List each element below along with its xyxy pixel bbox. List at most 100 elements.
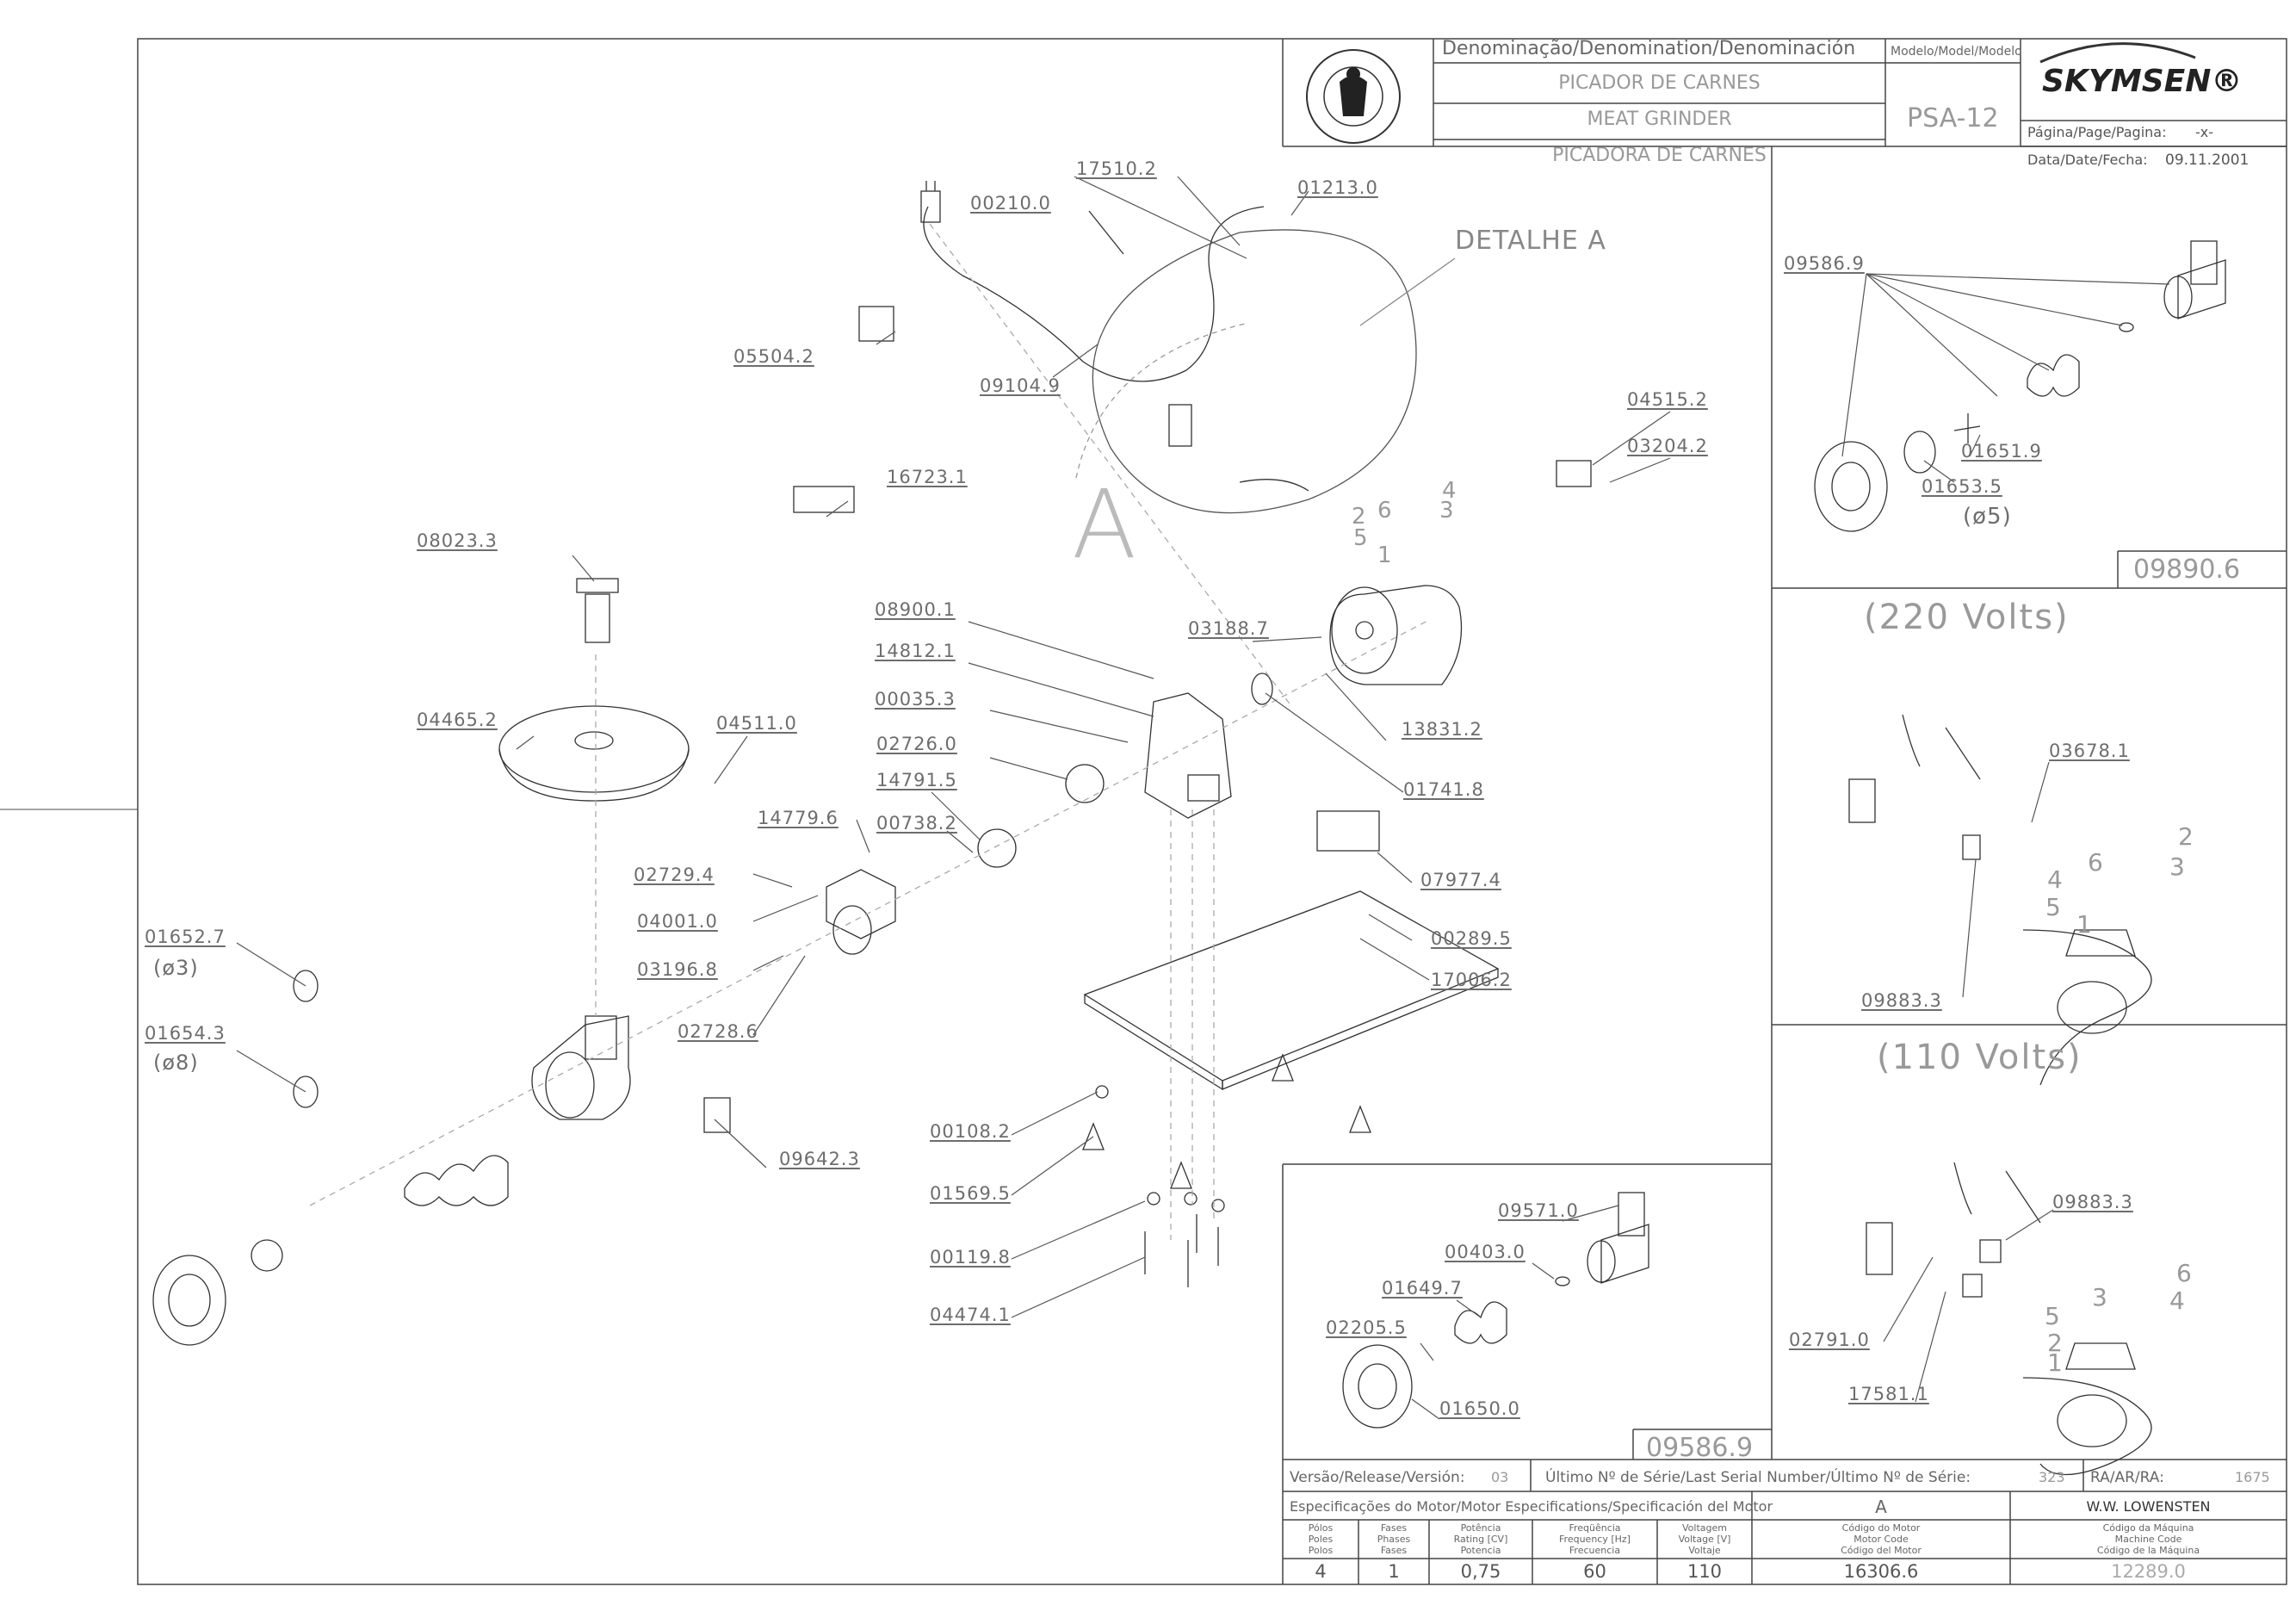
model-label: Modelo/Model/Modelo [1891, 45, 2022, 59]
ra-value: 1675 [2235, 1469, 2270, 1485]
spec-value-4: 110 [1686, 1561, 1723, 1582]
p220-labels-item-1: 09883.3 [1861, 990, 1942, 1011]
spec-value-3: 60 [1583, 1561, 1606, 1582]
p220-wires-item-1: 6 [2088, 848, 2104, 877]
company-name: W.W. LOWENSTEN [2086, 1498, 2211, 1515]
main-labels-item-32: 09642.3 [779, 1149, 860, 1169]
denomination-label: Denominação/Denomination/Denominación [1442, 38, 1856, 59]
main-labels-item-9: 03188.7 [1188, 618, 1269, 639]
main-labels-item-17: 01741.8 [1403, 779, 1484, 800]
wire-main-item-4: 5 [1353, 525, 1369, 551]
main-labels-item-30: 01654.3 [145, 1023, 226, 1044]
wire-main-item-1: 2 [1352, 504, 1367, 530]
main-labels-item-24: 01652.7 [145, 927, 226, 947]
panel-110-title: (110 Volts) [1877, 1038, 2082, 1077]
technical-assistance-seal [1306, 49, 1401, 144]
spec-head-2: Potência Rating [CV] Potencia [1453, 1522, 1508, 1556]
detail-letter: A [1072, 469, 1137, 580]
p110-wires-item-0: 6 [2176, 1259, 2193, 1287]
main-labels-item-33: 00108.2 [930, 1121, 1011, 1142]
main-labels-item-2: 01213.0 [1297, 177, 1378, 198]
spec-head-0: Pólos Poles Polos [1308, 1522, 1334, 1556]
main-labels-item-11: 14812.1 [875, 641, 956, 661]
serial-value: 323 [2039, 1469, 2065, 1485]
spec-head-6: Código da Máquina Machine Code Código de… [2096, 1522, 2200, 1556]
model-value: PSA-12 [1907, 103, 1999, 133]
page-label: Página/Page/Pagina: [2027, 124, 2167, 140]
main-labels-item-23: 04001.0 [637, 911, 718, 932]
p220-wires-item-5: 1 [2076, 910, 2093, 939]
leader-lines [236, 176, 2170, 1420]
main-labels-item-14: 04465.2 [417, 710, 498, 730]
ptop-labels-item-2: 01653.5 [1922, 476, 2002, 497]
main-labels-item-35: 00119.8 [930, 1247, 1011, 1268]
spec-value-0: 4 [1315, 1561, 1327, 1582]
p110-wires-item-3: 5 [2045, 1302, 2061, 1330]
main-labels-item-15: 04511.0 [716, 713, 797, 734]
spec-head-5: Código do Motor Motor Code Código del Mo… [1841, 1522, 1922, 1556]
ptop-labels-item-1: 01651.9 [1961, 441, 2042, 462]
ptop-labels-item-0: 09586.9 [1784, 253, 1865, 274]
ptop-labels-item-3: (ø5) [1963, 504, 2012, 530]
product-name-es: PICADORA DE CARNES [1552, 145, 1767, 166]
spec-head-3: Freqüência Frequency [Hz] Frecuencia [1559, 1522, 1631, 1556]
product-name-pt: PICADOR DE CARNES [1558, 72, 1761, 94]
version-label: Versão/Release/Versión: [1290, 1469, 1465, 1486]
main-labels-item-31: (ø8) [153, 1051, 199, 1075]
p110-wires-item-4: 2 [2047, 1329, 2064, 1357]
serial-label: Último Nº de Série/Last Serial Number/Úl… [1545, 1469, 1971, 1486]
main-labels-item-20: 00738.2 [876, 813, 957, 834]
part-drawings [152, 181, 2226, 1476]
main-labels-item-4: 09104.9 [980, 375, 1061, 396]
spec-value-2: 0,75 [1460, 1561, 1501, 1582]
p110-wires-item-1: 3 [2092, 1283, 2108, 1311]
main-labels-item-25: (ø3) [153, 956, 199, 980]
version-value: 03 [1491, 1469, 1509, 1485]
date-value: 09.11.2001 [2165, 152, 2250, 169]
main-labels-item-13: 00035.3 [875, 689, 956, 710]
main-labels-item-26: 03196.8 [637, 959, 718, 980]
main-labels-item-7: 16723.1 [887, 467, 968, 487]
wire-main-item-0: 4 [1442, 478, 1457, 504]
main-labels-item-29: 02728.6 [678, 1021, 758, 1042]
p110-labels-item-0: 09883.3 [2052, 1192, 2133, 1212]
main-labels-item-28: 17006.2 [1431, 970, 1512, 990]
ra-label: RA/AR/RA: [2090, 1469, 2164, 1486]
date-label: Data/Date/Fecha: [2027, 152, 2148, 168]
p220-labels-item-0: 03678.1 [2049, 741, 2130, 761]
p220-wires-item-2: 3 [2169, 852, 2186, 881]
main-labels-item-8: 08023.3 [417, 530, 498, 551]
brand-logo: SKYMSEN® [2042, 64, 2243, 99]
p220-wires-item-3: 4 [2047, 865, 2064, 894]
wire-main-item-5: 1 [1377, 542, 1393, 568]
p110-wires-item-2: 4 [2169, 1286, 2186, 1315]
p110-labels-item-1: 02791.0 [1789, 1330, 1870, 1350]
sheet-border [137, 38, 2287, 1585]
spec-head-4: Voltagem Voltage [V] Voltaje [1678, 1522, 1731, 1556]
main-labels-item-5: 04515.2 [1627, 389, 1708, 410]
pbot-labels-item-2: 01649.7 [1382, 1278, 1463, 1299]
panel-top-code: 09890.6 [2133, 555, 2241, 585]
pbot-labels-item-4: 01650.0 [1439, 1398, 1520, 1419]
panel-220-title: (220 Volts) [1864, 598, 2070, 637]
wire-main-item-2: 6 [1377, 498, 1393, 524]
pbot-labels-item-3: 02205.5 [1326, 1317, 1407, 1338]
p220-wires-item-4: 5 [2045, 893, 2062, 921]
main-labels-item-19: 14779.6 [758, 808, 839, 828]
spec-value-6: 12289.0 [2111, 1561, 2186, 1582]
brand-swoosh [2039, 42, 2196, 64]
p110-wires-item-5: 1 [2047, 1348, 2064, 1377]
main-labels-item-16: 02726.0 [876, 734, 957, 754]
pbot-labels-item-0: 09571.0 [1498, 1200, 1579, 1221]
main-labels-item-3: 05504.2 [733, 346, 814, 367]
detail-title: DETALHE A [1455, 226, 1606, 256]
p110-labels-item-2: 17581.1 [1848, 1384, 1929, 1404]
spec-value-5: 16306.6 [1843, 1561, 1919, 1582]
spec-head-1: Fases Phases Fases [1377, 1522, 1411, 1556]
main-labels-item-0: 17510.2 [1076, 158, 1157, 179]
main-labels-item-34: 01569.5 [930, 1183, 1011, 1204]
wire-main-item-3: 3 [1439, 498, 1455, 524]
spec-value-1: 1 [1388, 1561, 1400, 1582]
